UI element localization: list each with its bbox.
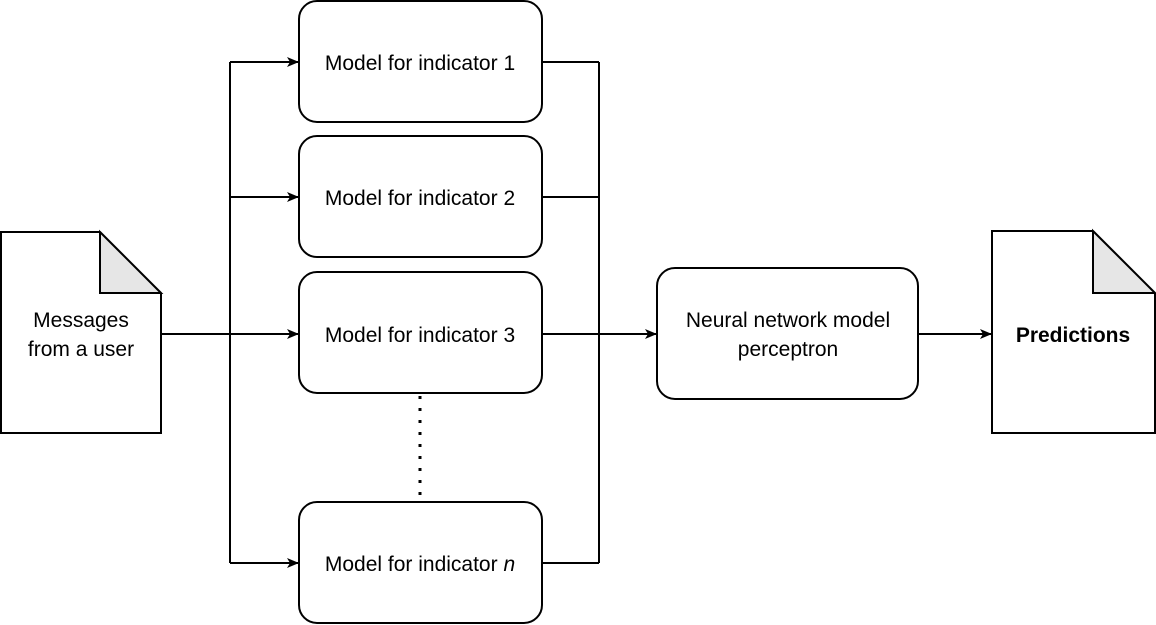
output-document: Predictions	[991, 228, 1156, 434]
model-box-1: Model for indicator 1	[298, 0, 543, 123]
model-box-n: Model for indicator n	[298, 501, 543, 624]
model-box-n-label: Model for indicator n	[325, 553, 515, 576]
input-document-label-line1: Messages	[33, 309, 129, 332]
model-box-2: Model for indicator 2	[298, 135, 543, 258]
model-box-1-label: Model for indicator 1	[325, 52, 515, 75]
input-document-label-line2: from a user	[28, 338, 134, 361]
neural-network-box: Neural network model perceptron	[656, 267, 919, 400]
model-box-2-label: Model for indicator 2	[325, 187, 515, 210]
neural-network-label-line1: Neural network model	[686, 309, 890, 332]
output-document-label: Predictions	[1016, 324, 1130, 347]
input-document: Messages from a user	[0, 229, 164, 434]
model-box-3-label: Model for indicator 3	[325, 324, 515, 347]
output-connectors	[542, 61, 992, 564]
input-connectors	[161, 57, 299, 568]
neural-network-label-line2: perceptron	[738, 338, 838, 361]
model-box-3: Model for indicator 3	[298, 271, 543, 394]
input-document-fold	[99, 229, 164, 294]
output-document-fold	[1092, 228, 1156, 294]
